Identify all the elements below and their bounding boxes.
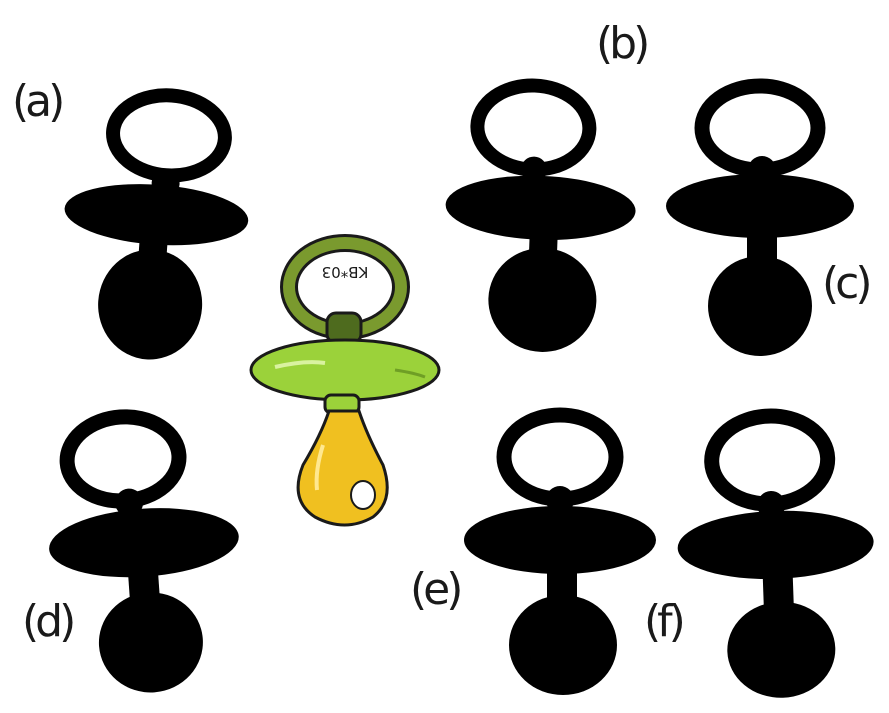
reference-stamp-text: KB*03 xyxy=(322,263,369,281)
silhouette-option-e[interactable] xyxy=(455,405,665,705)
silhouette-option-d[interactable] xyxy=(35,408,245,708)
silhouette-option-c[interactable] xyxy=(665,78,865,378)
pacifier-silhouette-a xyxy=(64,88,249,360)
pacifier-silhouette-d xyxy=(49,409,239,693)
pacifier-silhouette-c xyxy=(666,78,854,356)
pacifier-silhouette-b xyxy=(445,78,636,352)
reference-pacifier: KB*03 xyxy=(245,234,445,535)
pacifier-reference-image: KB*03 xyxy=(249,234,441,527)
silhouette-option-b[interactable] xyxy=(440,78,650,370)
pacifier-silhouette-f xyxy=(677,408,874,698)
silhouette-option-a[interactable] xyxy=(60,85,260,385)
option-label-c: (c) xyxy=(822,258,872,309)
option-label-a: (a) xyxy=(12,76,65,127)
option-label-d: (d) xyxy=(22,596,76,647)
option-label-f: (f) xyxy=(644,596,686,647)
silhouette-option-f[interactable] xyxy=(668,405,878,705)
option-label-e: (e) xyxy=(410,564,463,615)
option-label-b: (b) xyxy=(596,18,650,69)
pacifier-silhouette-e xyxy=(464,407,656,695)
